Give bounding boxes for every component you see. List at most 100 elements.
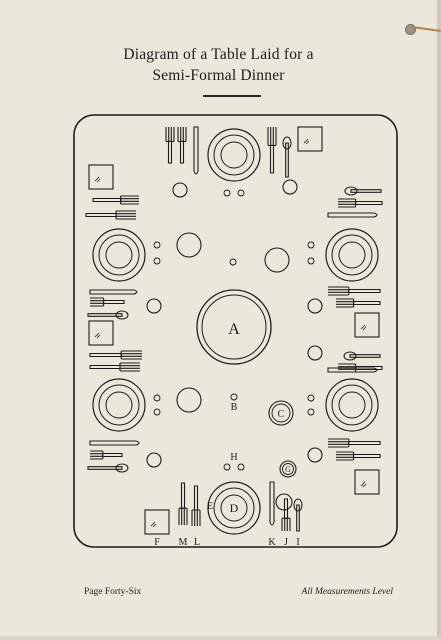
binding-hole xyxy=(405,24,416,35)
napkin-right-bottom xyxy=(354,469,380,495)
centerpiece-inner xyxy=(201,294,267,360)
plate-right-upper xyxy=(325,228,379,282)
napkin-fold xyxy=(94,176,101,183)
fork-handle xyxy=(92,197,122,203)
plate-inner-ring xyxy=(331,384,373,426)
label-E: E xyxy=(207,501,213,512)
fork-handle xyxy=(180,482,186,509)
spoon-bowl xyxy=(343,351,357,361)
spoon-left-1 xyxy=(87,310,129,320)
fork-handle xyxy=(167,140,173,164)
spoon-bowl xyxy=(115,463,129,473)
napkin-right-middle xyxy=(354,312,380,338)
fork-handle xyxy=(353,453,381,459)
glass-top-right xyxy=(282,179,298,195)
fork-bottom-J xyxy=(281,498,291,531)
glass-top-left xyxy=(172,182,188,198)
salt-dish-13 xyxy=(223,463,231,471)
label-K: K xyxy=(268,537,276,548)
title-line-1: Diagram of a Table Laid for a xyxy=(123,46,314,63)
salt-dish-14 xyxy=(237,463,245,471)
napkin-square xyxy=(297,126,323,152)
spoon-bowl xyxy=(293,498,303,512)
knife-right-1 xyxy=(327,212,378,218)
water-glass-left-lower xyxy=(176,387,202,413)
plate-rim xyxy=(207,481,261,535)
spoon-handle xyxy=(87,313,123,317)
spoon-handle xyxy=(285,142,289,178)
napkin-fold xyxy=(94,332,101,339)
fork-handle xyxy=(269,144,275,174)
knife-top xyxy=(193,126,199,175)
spoon-handle xyxy=(350,189,382,193)
centerpiece xyxy=(196,289,272,365)
salt-dish-4 xyxy=(153,257,161,265)
plate-inner-ring xyxy=(98,384,140,426)
napkin-top xyxy=(297,126,323,152)
fork-handle xyxy=(89,364,121,370)
label-D: D xyxy=(230,501,239,515)
water-glass-right-upper xyxy=(264,247,290,273)
salt-dish-11 xyxy=(307,408,315,416)
page-number: Page Forty-Six xyxy=(84,587,142,597)
napkin-fold xyxy=(150,521,157,528)
fork-tines xyxy=(336,451,355,461)
plate-left-lower xyxy=(92,378,146,432)
salt-dish-8 xyxy=(153,394,161,402)
napkin-fold xyxy=(360,481,367,488)
dish-C-inner xyxy=(271,403,291,423)
salt-dish-5 xyxy=(307,241,315,249)
spoon-top xyxy=(282,136,292,178)
spoon-right-2 xyxy=(343,351,381,361)
title-line-2: Semi-Formal Dinner xyxy=(152,67,285,84)
knife-right-2 xyxy=(327,367,378,373)
plate-inner-ring xyxy=(331,234,373,276)
fork-tines xyxy=(177,127,187,142)
napkin-left-top xyxy=(88,164,114,190)
fork-left-4 xyxy=(89,350,142,360)
plate-inner-ring xyxy=(98,234,140,276)
title-rule xyxy=(203,95,261,97)
spoon-bottom-I xyxy=(293,498,303,532)
label-H: H xyxy=(230,452,237,463)
salt-dish-3 xyxy=(153,241,161,249)
spoon-left-2 xyxy=(87,463,129,473)
plate-rim xyxy=(92,378,146,432)
fork-handle xyxy=(179,140,185,164)
plate-rim xyxy=(207,128,261,182)
knife-left-2 xyxy=(89,440,140,446)
fork-tines xyxy=(165,127,175,142)
fork-left-2 xyxy=(85,210,136,220)
dish-C xyxy=(268,400,294,426)
fork-tines xyxy=(90,450,104,460)
fork-left-3 xyxy=(90,297,125,307)
page-title: Diagram of a Table Laid for a Semi-Forma… xyxy=(0,44,437,86)
fork-tines xyxy=(191,509,201,526)
fork-top-1 xyxy=(165,127,175,164)
fork-tines xyxy=(328,438,350,448)
glass-right-upper xyxy=(307,298,323,314)
plate-center xyxy=(338,391,366,419)
fork-handle xyxy=(102,452,123,458)
fork-handle xyxy=(85,212,117,218)
salt-dish-10 xyxy=(307,394,315,402)
salt-dish-6 xyxy=(307,257,315,265)
label-G: G xyxy=(285,465,291,474)
fork-tines xyxy=(120,350,142,360)
bottom-cup xyxy=(275,493,293,511)
label-M: M xyxy=(179,537,188,548)
label-B: B xyxy=(231,402,238,413)
label-J: J xyxy=(284,537,288,548)
plate-center xyxy=(220,141,248,169)
fork-tines xyxy=(90,297,105,307)
label-L: L xyxy=(194,537,200,548)
fork-right-5 xyxy=(328,438,381,448)
knife-blade xyxy=(89,289,138,295)
napkin-bottom xyxy=(144,509,170,535)
plate-rim xyxy=(325,228,379,282)
fork-handle xyxy=(193,485,199,511)
fork-right-6 xyxy=(336,451,381,461)
plate-bottom xyxy=(207,481,261,535)
fork-right-4 xyxy=(338,363,383,373)
spoon-handle xyxy=(296,504,300,532)
